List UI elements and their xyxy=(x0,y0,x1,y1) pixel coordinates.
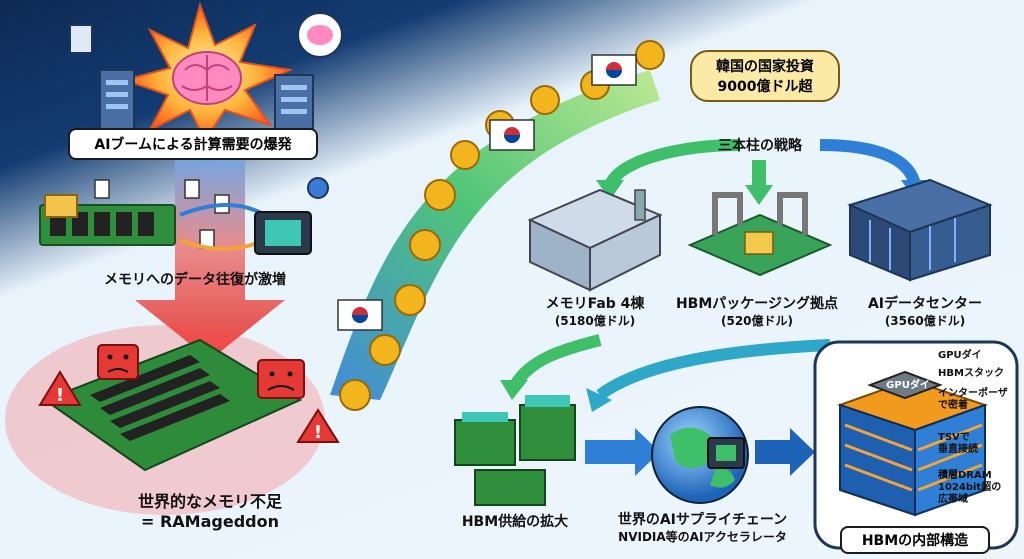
pillar-datacenter-label: AIデータセンター (3560億ドル) xyxy=(850,296,1000,329)
pillar-fab-label: メモリFab 4棟 (5180億ドル) xyxy=(520,296,670,329)
shortage-label-line1: 世界的なメモリ不足 xyxy=(137,492,282,511)
callout-dram-line1: 積層DRAM xyxy=(938,470,992,481)
svg-text:!: ! xyxy=(314,422,322,443)
server-rack-right-icon xyxy=(274,74,314,136)
shortage-label-line2: = RAMageddon xyxy=(141,512,279,531)
investment-label-line1: 韓国の国家投資 xyxy=(716,59,814,75)
callout-tsv-line2: 垂直接続 xyxy=(938,444,978,455)
flow-arrow-to-hbm-structure xyxy=(755,428,815,476)
globe-icon xyxy=(651,406,749,504)
coin-stream-icon xyxy=(339,40,665,411)
pillar-datacenter-name: AIデータセンター xyxy=(867,296,983,312)
supply-chain-line2: NVIDIA等のAIアクセラレータ xyxy=(618,529,787,544)
warning-icon-right: ! xyxy=(296,408,340,443)
callout-interposer: インターポーザ で密着 xyxy=(938,388,1014,412)
callout-interposer-line2: で密着 xyxy=(938,400,968,411)
folder-icon xyxy=(44,194,78,218)
supply-chain-label: 世界のAIサプライチェーン NVIDIA等のAIアクセラレータ xyxy=(600,512,805,545)
investment-label-line2: 9000億ドル超 xyxy=(717,79,813,95)
memory-traffic-label: メモリへのデータ往復が激増 xyxy=(104,272,286,288)
data-center-icon xyxy=(847,178,993,282)
callout-tsv-line1: TSVで xyxy=(938,432,970,443)
return-arrows xyxy=(500,334,831,412)
callout-gpu-die: GPUダイ xyxy=(938,350,982,361)
gear-icon xyxy=(307,177,329,199)
sad-chip-icon-left xyxy=(97,344,139,380)
pillar-datacenter-amount: (3560億ドル) xyxy=(884,313,966,328)
strategy-label: 三本柱の戦略 xyxy=(718,138,802,154)
svg-text:!: ! xyxy=(56,385,64,406)
pillar-packaging-label: HBMパッケージング拠点 (520億ドル) xyxy=(672,296,842,329)
angry-chip-icon-right xyxy=(257,359,305,399)
pillar-fab-amount: (5180億ドル) xyxy=(554,313,636,328)
callout-dram-line3: 広帯域 xyxy=(938,494,968,505)
hbm-structure-panel xyxy=(813,340,1019,550)
warning-icon-left: ! xyxy=(38,370,82,406)
callout-hbm-stack: HBMスタック xyxy=(938,368,1004,379)
demand-flow-arrow xyxy=(135,155,285,360)
pillar-packaging-name: HBMパッケージング拠点 xyxy=(675,296,839,312)
investment-flow-ribbon xyxy=(330,70,660,400)
ai-boom-label: AIブームによる計算需要の爆発 xyxy=(68,128,318,160)
korea-flag-icon-top xyxy=(591,54,637,86)
callout-tsv: TSVで 垂直接続 xyxy=(938,432,1014,456)
pillar-fab-name: メモリFab 4棟 xyxy=(545,296,645,312)
callout-dram: 積層DRAM 1024bit超の 広帯域 xyxy=(938,470,1014,506)
brain-icon xyxy=(172,51,242,105)
gpu-die-inner-label: GPUダイ xyxy=(886,380,930,391)
packaging-robot-icon xyxy=(687,192,833,277)
callout-interposer-line1: インターポーザ xyxy=(938,388,1008,399)
supply-chain-line1: 世界のAIサプライチェーン xyxy=(617,512,788,528)
cpu-chip-icon xyxy=(254,211,312,255)
ai-chip-icon xyxy=(707,437,745,469)
brain-bubble-icon xyxy=(297,12,343,58)
callout-dram-line2: 1024bit超の xyxy=(938,482,1002,493)
hbm-stacks-icon xyxy=(454,395,576,506)
hbm-supply-label: HBM供給の拡大 xyxy=(461,514,569,530)
document-icon-top-left xyxy=(69,24,93,54)
server-rack-left-icon xyxy=(99,69,135,135)
hbm-structure-title: HBMの内部構造 xyxy=(840,526,990,554)
korea-flag-icon-mid xyxy=(489,119,535,151)
pillar-packaging-amount: (520億ドル) xyxy=(720,313,794,328)
investment-label: 韓国の国家投資 9000億ドル超 xyxy=(690,50,840,102)
shortage-label: 世界的なメモリ不足 = RAMageddon xyxy=(95,492,325,532)
motherboard-icon xyxy=(42,338,303,472)
korea-flag-icon-low xyxy=(337,299,383,331)
fab-factory-icon xyxy=(527,188,663,292)
flow-arrow-to-globe xyxy=(585,428,660,476)
data-files-icon xyxy=(94,179,230,249)
